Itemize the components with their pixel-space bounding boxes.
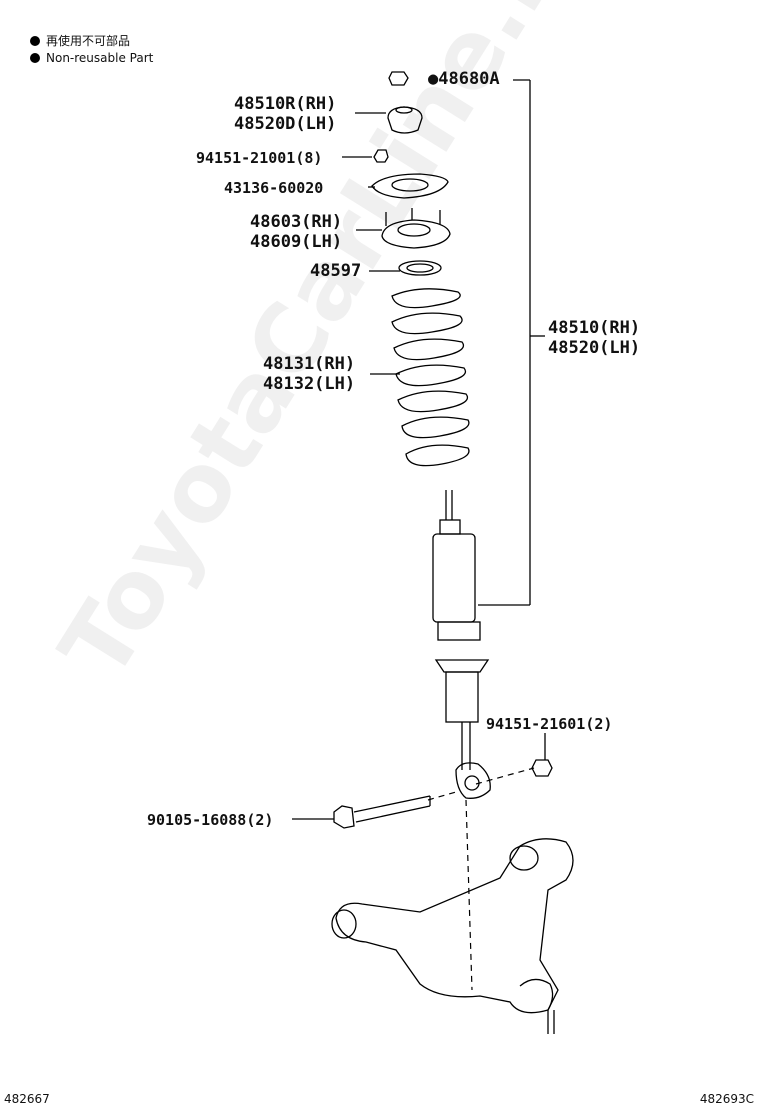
label-48520: 48520(LH) <box>548 338 641 358</box>
legend-jp-text: 再使用不可部品 <box>46 34 131 48</box>
lower-eye-bushing <box>455 762 491 799</box>
label-48510r: 48510R(RH) <box>234 94 337 114</box>
label-43136-60020: 43136-60020 <box>224 179 324 197</box>
label-48132: 48132(LH) <box>263 374 356 394</box>
legend-jp: 再使用不可部品 <box>30 32 130 49</box>
label-48603: 48603(RH) <box>250 212 343 232</box>
label-48603-group: 48603(RH) 48609(LH) <box>250 212 342 252</box>
gasket-43136 <box>371 173 449 199</box>
label-48680a: ●48680A <box>428 69 500 89</box>
bolt-90105 <box>333 795 431 829</box>
legend-en-text: Non-reusable Part <box>46 51 154 65</box>
label-48131: 48131(RH) <box>263 354 356 374</box>
shock-absorber <box>432 490 491 799</box>
label-48131-group: 48131(RH) 48132(LH) <box>263 354 355 394</box>
label-48510: 48510(RH) <box>548 318 641 338</box>
nut-94151-21001 <box>373 149 389 163</box>
upper-mount-48603 <box>381 219 451 249</box>
label-48597: 48597 <box>310 261 362 281</box>
lower-control-arm <box>331 838 574 1034</box>
non-reusable-dot-icon <box>30 35 40 46</box>
upper-support <box>387 106 423 134</box>
footer-right-code: 482693C <box>699 1092 754 1106</box>
nut-48680a <box>388 71 409 86</box>
nut-94151-21601 <box>531 759 553 777</box>
label-48510-group: 48510(RH) 48520(LH) <box>548 318 640 358</box>
coil-spring <box>391 288 470 467</box>
label-94151-21001: 94151-21001(8) <box>196 149 323 167</box>
label-94151-21601: 94151-21601(2) <box>486 715 613 733</box>
footer-left-code: 482667 <box>4 1092 50 1106</box>
label-48609: 48609(LH) <box>250 232 343 252</box>
legend-en: Non-reusable Part <box>30 51 153 65</box>
label-48510r-group: 48510R(RH) 48520D(LH) <box>234 94 336 134</box>
spring-seat-48597 <box>398 260 442 276</box>
label-48520d: 48520D(LH) <box>234 114 337 134</box>
non-reusable-dot-icon <box>30 53 40 63</box>
label-90105-16088: 90105-16088(2) <box>147 811 274 829</box>
